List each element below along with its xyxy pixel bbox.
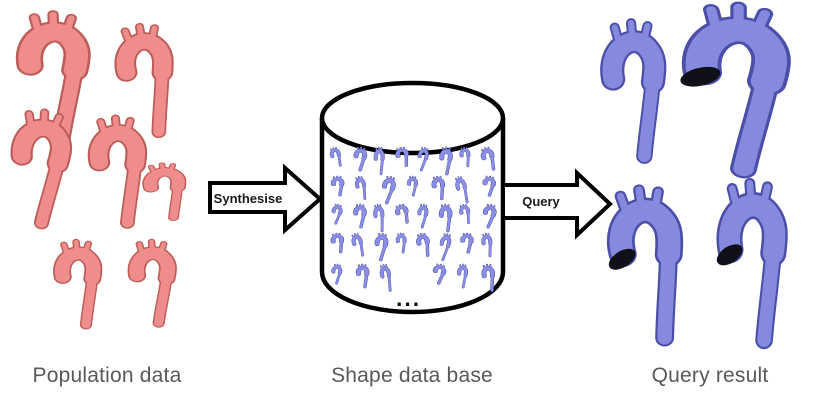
aorta-shape-pink bbox=[62, 241, 94, 325]
database-ellipsis: ... bbox=[396, 285, 422, 311]
aorta-shape-purple bbox=[612, 22, 655, 157]
db-aorta-glyph bbox=[432, 176, 444, 200]
db-aorta-glyph bbox=[375, 147, 383, 174]
db-aorta-glyph bbox=[461, 147, 470, 167]
aorta-shape-purple bbox=[674, 4, 777, 171]
db-aorta-glyph bbox=[396, 146, 409, 167]
query-arrow-label: Query bbox=[522, 194, 560, 209]
query-arrow: Query bbox=[501, 168, 613, 240]
db-aorta-glyph bbox=[358, 264, 368, 287]
synthesise-arrow-label: Synthesise bbox=[214, 191, 283, 206]
population-label: Population data bbox=[32, 364, 182, 387]
db-aorta-glyph bbox=[397, 233, 405, 253]
db-aorta-glyph bbox=[332, 233, 343, 253]
aorta-shape-pink bbox=[12, 110, 66, 225]
aorta-shape-pink bbox=[149, 163, 181, 219]
query-result-label: Query result bbox=[651, 364, 769, 387]
db-aorta-glyph bbox=[483, 264, 495, 292]
db-aorta-glyph bbox=[441, 204, 450, 231]
synthesise-arrow: Synthesise bbox=[208, 163, 324, 235]
db-aorta-glyph bbox=[353, 204, 365, 228]
database-cylinder-icon bbox=[319, 80, 506, 315]
db-aorta-glyph bbox=[457, 264, 467, 288]
db-aorta-glyph bbox=[461, 233, 473, 253]
db-aorta-glyph bbox=[482, 233, 492, 257]
db-aorta-glyph bbox=[407, 176, 417, 196]
aorta-shape-purple bbox=[713, 183, 775, 341]
db-aorta-glyph bbox=[440, 147, 452, 174]
db-aorta-glyph bbox=[374, 204, 384, 231]
aorta-shape-pink bbox=[134, 241, 169, 324]
database-label: Shape data base bbox=[331, 364, 493, 387]
db-aorta-glyph bbox=[333, 176, 342, 196]
